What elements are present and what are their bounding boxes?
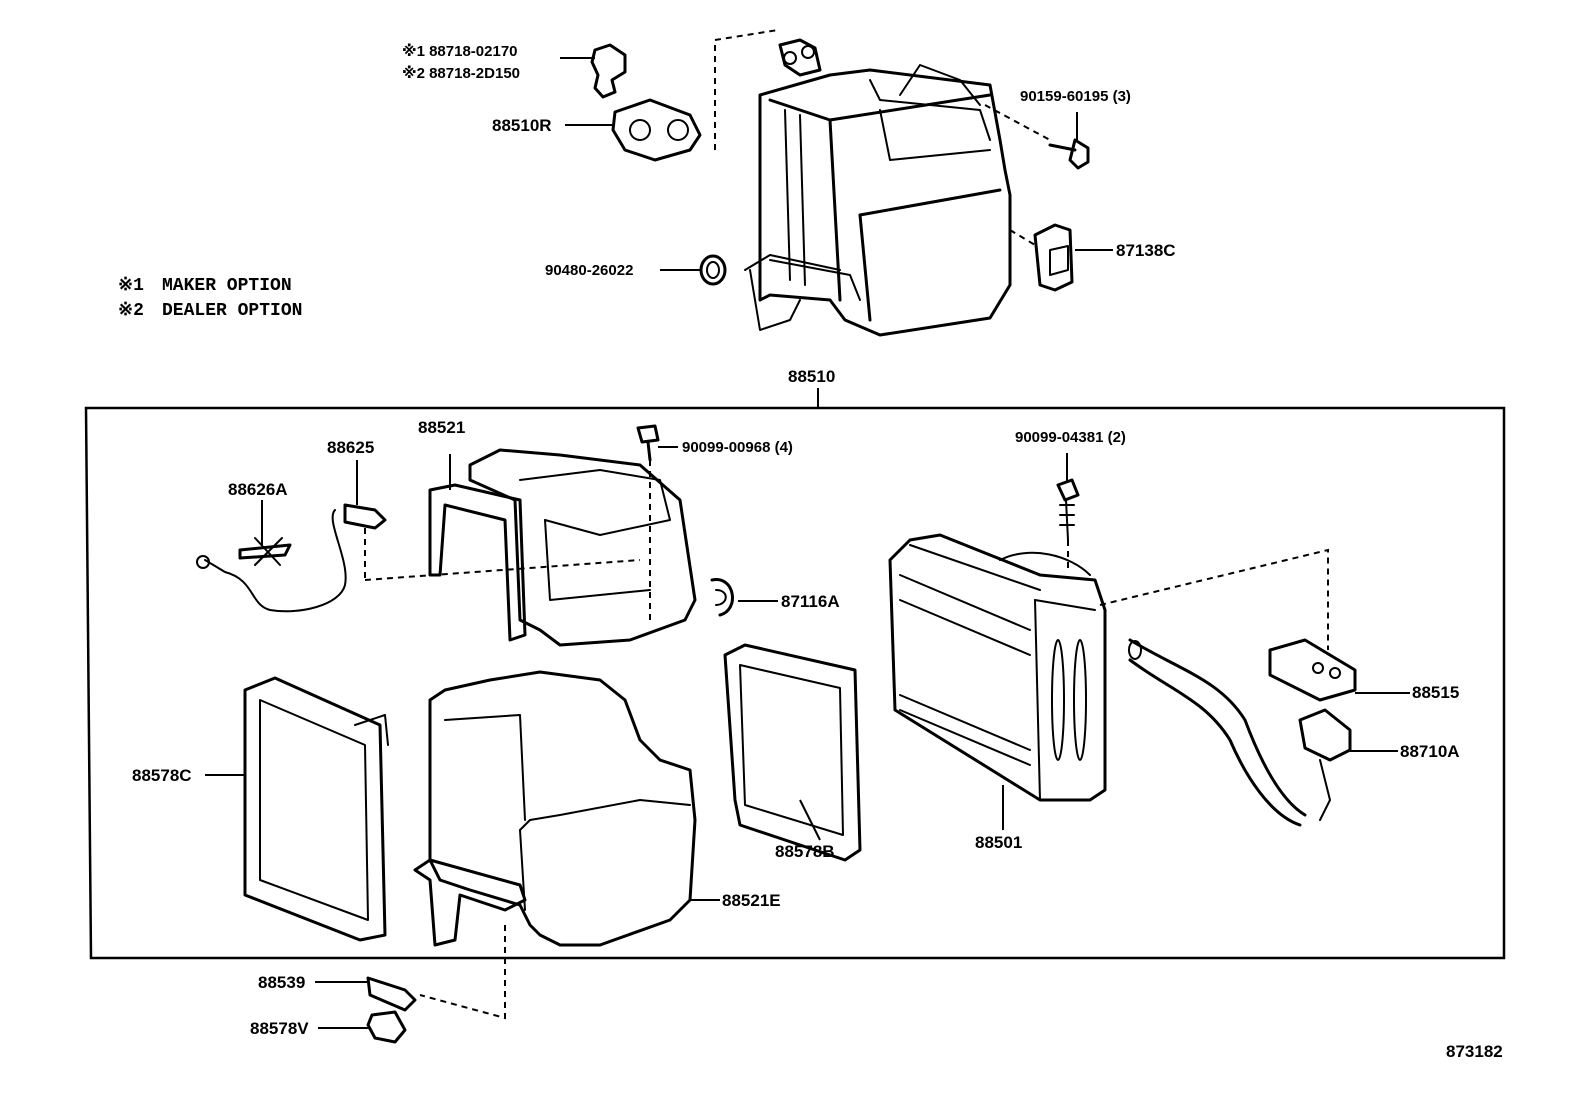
label-88578B: 88578B: [775, 842, 835, 861]
assembly-number: 88510: [788, 367, 835, 386]
label-88625: 88625: [327, 438, 374, 457]
label-88710A: 88710A: [1400, 742, 1460, 761]
thermistor-88625-drawing: [196, 503, 387, 613]
label-87116A: 87116A: [781, 592, 840, 611]
tube-88710A-drawing: [1128, 638, 1352, 827]
label-88578C: 88578C: [132, 766, 192, 785]
label-88578V: 88578V: [250, 1019, 309, 1038]
label-88515: 88515: [1412, 683, 1459, 702]
label-90099-00968: 90099-00968 (4): [682, 439, 793, 456]
label-90159-60195: 90159-60195 (3): [1020, 88, 1131, 105]
option-note-2-text: DEALER OPTION: [162, 301, 302, 321]
cap-88578V-drawing: [366, 1010, 407, 1044]
bolt-90099-04381-drawing: [1056, 478, 1080, 541]
label-88521: 88521: [418, 418, 465, 437]
option-note-2-mark: ※2: [118, 301, 144, 321]
label-87138C: 87138C: [1116, 241, 1176, 260]
top-leaders: [560, 29, 1113, 271]
pin-88539-drawing: [366, 976, 417, 1012]
label-88539: 88539: [258, 973, 305, 992]
seal-88578B-drawing: [723, 643, 862, 862]
label-90099-04381: 90099-04381 (2): [1015, 429, 1126, 446]
label-88626A: 88626A: [228, 480, 288, 499]
clip-87116A-drawing: [710, 578, 734, 617]
screw-90159-drawing: [1048, 138, 1090, 170]
screw-90099-00968-drawing: [636, 424, 660, 462]
grommet-88510R-drawing: [611, 98, 702, 162]
option-note-1-mark: ※1: [118, 276, 144, 296]
lower-case-88521E-drawing: [413, 670, 697, 947]
upper-case-88521-drawing: [428, 448, 697, 647]
option-note-1-text: MAKER OPTION: [162, 276, 292, 296]
label-90480-26022: 90480-26022: [545, 262, 633, 279]
label-88718-02170: ※1 88718-02170: [402, 42, 518, 60]
evaporator-88501-drawing: [888, 533, 1107, 802]
grommet-90480-drawing: [699, 254, 727, 286]
clip-88718-drawing: [590, 43, 627, 99]
inner-leaders: [205, 446, 1410, 1029]
label-88718-2D150: ※2 88718-2D150: [402, 64, 520, 82]
label-88501: 88501: [975, 833, 1022, 852]
figure-id: 873182: [1446, 1042, 1503, 1061]
cooling-unit-housing-drawing: [744, 38, 1012, 337]
expansion-valve-88515-drawing: [1268, 638, 1357, 702]
assembly-88510: 88510: [84, 367, 1506, 960]
resistor-87138C-drawing: [1033, 223, 1074, 292]
option-notes: ※1 MAKER OPTION ※2 DEALER OPTION: [118, 276, 302, 321]
seal-88578C-drawing: [243, 676, 389, 942]
holder-88626A-drawing: [238, 537, 292, 566]
label-88510R: 88510R: [492, 116, 552, 135]
label-88521E: 88521E: [722, 891, 781, 910]
